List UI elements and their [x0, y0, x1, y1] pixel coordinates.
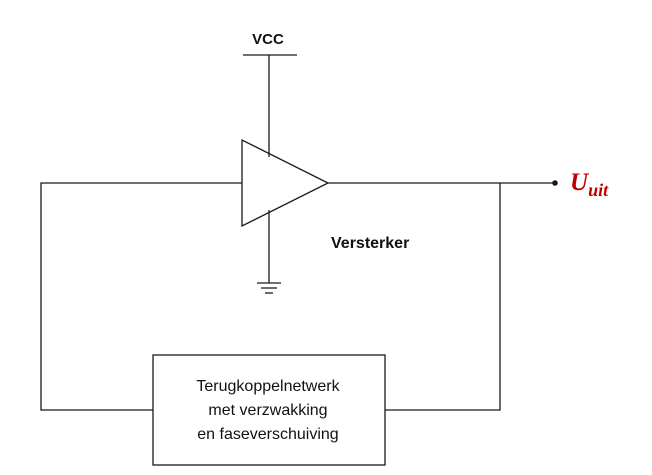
vcc-label: VCC: [252, 31, 284, 48]
feedback-network-box: [152, 354, 386, 466]
output-voltage-subscript: uit: [588, 180, 609, 200]
feedback-network-line-3: en faseverschuiving: [197, 426, 338, 443]
output-terminal: [552, 180, 558, 186]
amplifier-label: Versterker: [331, 235, 409, 252]
feedback-wire-right: [385, 183, 501, 411]
vcc-supply: VCC: [243, 31, 297, 157]
output-voltage-label: Uuit: [570, 169, 609, 200]
feedback-network-line-2: met verzwakking: [208, 402, 327, 419]
feedback-wire-left: [40, 182, 242, 411]
feedback-network-line-1: Terugkoppelnetwerk: [196, 378, 340, 395]
amplifier-triangle: [241, 138, 330, 228]
output-voltage-main: U: [570, 169, 590, 196]
ground-symbol: [257, 210, 281, 294]
